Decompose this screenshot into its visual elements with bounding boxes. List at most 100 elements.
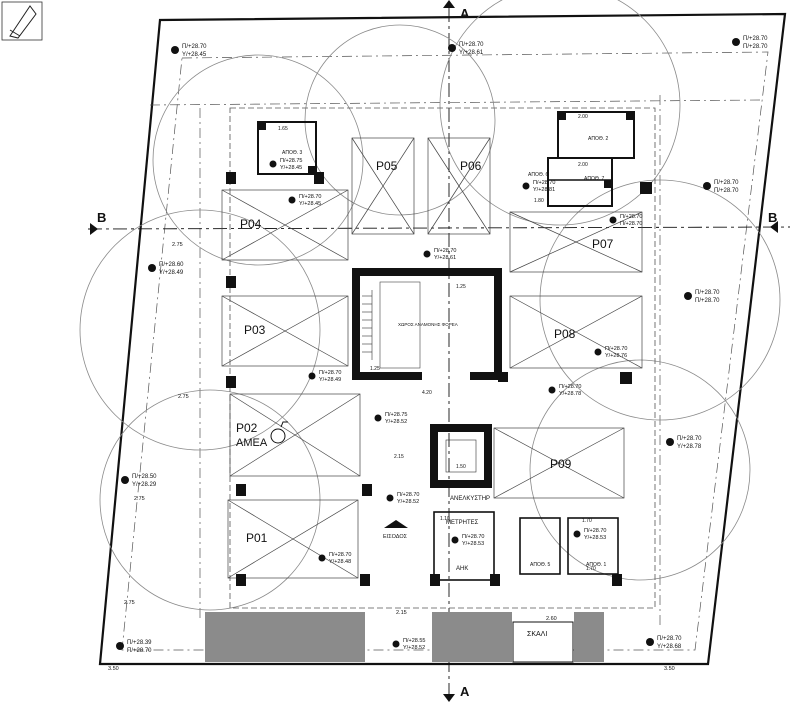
meters-label: ΜΕΤΡΗΤΕΣ bbox=[446, 520, 479, 526]
svg-text:Π/+28.70: Π/+28.70 bbox=[743, 36, 768, 42]
parking-label-p09: P09 bbox=[550, 457, 572, 471]
level-marker-9: Π/+28.70 Υ/+28.61 bbox=[423, 248, 456, 261]
level-marker-19: Π/+28.70 Υ/+28.53 bbox=[451, 534, 484, 547]
ramp-label: ΣΚΑΛΙ bbox=[527, 631, 547, 638]
svg-text:Π/+28.70: Π/+28.70 bbox=[182, 44, 207, 50]
level-marker-6: Π/+28.70 Υ/+28.81 bbox=[522, 180, 555, 193]
svg-text:Υ/+28.52: Υ/+28.52 bbox=[385, 419, 407, 425]
level-marker-20: Π/+28.70 Υ/+28.53 bbox=[573, 528, 606, 541]
svg-text:Υ/+28.61: Υ/+28.61 bbox=[434, 255, 456, 261]
svg-text:Υ/+28.45: Υ/+28.45 bbox=[299, 201, 321, 207]
storage-room-5 bbox=[519, 517, 561, 575]
dimension-275-c: 2.75 bbox=[124, 600, 135, 606]
stair-core bbox=[352, 268, 502, 380]
parking-label-p08: P08 bbox=[554, 327, 576, 341]
svg-text:Π/+28.70: Π/+28.70 bbox=[559, 384, 581, 390]
svg-text:Π/+28.70: Π/+28.70 bbox=[620, 221, 642, 227]
svg-text:Υ/+28.78: Υ/+28.78 bbox=[559, 391, 581, 397]
entrance-label: ΕΙΣΟΔΟΣ bbox=[383, 534, 408, 540]
svg-text:Π/+28.70: Π/+28.70 bbox=[299, 194, 321, 200]
dimension-170-b: 1.70 bbox=[586, 566, 596, 572]
dimension-125-a: 1.25 bbox=[456, 284, 466, 290]
svg-text:Υ/+28.52: Υ/+28.52 bbox=[403, 645, 425, 651]
level-marker-10: Π/+28.60 Υ/+28.49 bbox=[148, 262, 184, 276]
svg-text:Υ/+28.61: Υ/+28.61 bbox=[459, 50, 484, 56]
dimension-200b: 2.00 bbox=[578, 162, 588, 168]
level-marker-14: Π/+28.70 Υ/+28.78 bbox=[548, 384, 581, 397]
svg-text:Π/+28.70: Π/+28.70 bbox=[462, 534, 484, 540]
ahk-label: ΑΗΚ bbox=[456, 566, 468, 572]
section-mark-a-top: A bbox=[460, 6, 470, 21]
lift-shaft bbox=[430, 424, 492, 488]
parking-bay-p07 bbox=[509, 211, 643, 273]
svg-text:Π/+28.50: Π/+28.50 bbox=[132, 474, 157, 480]
storage-room-1 bbox=[567, 517, 619, 575]
dimension-180: 1.80 bbox=[534, 198, 544, 204]
dimension-420: 4.20 bbox=[422, 390, 432, 396]
dimension-165: 1.65 bbox=[278, 126, 288, 132]
dimension-275-d: 2.75 bbox=[172, 242, 183, 248]
dimension-150: 1.50 bbox=[456, 464, 466, 470]
parking-bay-p01 bbox=[227, 499, 359, 579]
svg-text:Π/+28.70: Π/+28.70 bbox=[714, 180, 739, 186]
site-boundary bbox=[98, 12, 787, 666]
parking-label-p05: P05 bbox=[376, 159, 398, 173]
level-marker-11: Π/+28.70 Π/+28.70 bbox=[684, 290, 720, 304]
level-marker-16: Π/+28.70 Υ/+28.78 bbox=[666, 436, 702, 450]
level-marker-17: Π/+28.50 Υ/+28.29 bbox=[121, 474, 157, 488]
dimension-275-a: 2.75 bbox=[178, 394, 189, 400]
dimension-170-a: 1.70 bbox=[582, 518, 592, 524]
svg-text:Π/+28.70: Π/+28.70 bbox=[397, 492, 419, 498]
section-line-a bbox=[443, 0, 455, 702]
svg-text:Π/+28.70: Π/+28.70 bbox=[459, 42, 484, 48]
svg-text:Π/+28.70: Π/+28.70 bbox=[743, 44, 768, 50]
level-marker-21: Π/+28.70 Υ/+28.48 bbox=[318, 552, 351, 565]
storage-2-label: ΑΠΟΘ. 2 bbox=[588, 136, 609, 142]
parking-bay-p08 bbox=[509, 295, 643, 369]
dimension-110: 1.10 bbox=[440, 516, 450, 522]
storage-room-2 bbox=[557, 111, 635, 159]
wheelchair-icon bbox=[270, 421, 288, 444]
level-marker-23: Π/+28.55 Υ/+28.52 bbox=[392, 638, 425, 651]
storage-6-label: ΑΠΟΘ. 6 bbox=[528, 172, 549, 178]
section-mark-b-left: B bbox=[97, 210, 106, 225]
parking-bay-p06 bbox=[427, 137, 491, 235]
section-mark-b-right: B bbox=[768, 210, 777, 225]
level-marker-15: Π/+28.75 Υ/+28.52 bbox=[374, 412, 407, 425]
level-marker-2: Π/+28.70 Υ/+28.61 bbox=[448, 42, 484, 56]
level-marker-4: Π/+28.75 Υ/+28.45 bbox=[269, 158, 302, 171]
storage-room-6-7 bbox=[547, 157, 613, 207]
level-marker-8: Π/+28.70 Π/+28.70 bbox=[609, 214, 642, 227]
level-marker-7: Π/+28.70 Π/+28.70 bbox=[703, 180, 739, 194]
level-marker-1: Π/+28.70 Υ/+28.45 bbox=[171, 44, 207, 58]
accessible-parking-label: ΑΜΕΑ bbox=[236, 437, 268, 449]
storage-room-3 bbox=[257, 121, 317, 175]
structural-columns bbox=[226, 172, 652, 586]
dimension-200: 2.00 bbox=[578, 114, 588, 120]
storage-1-label: ΑΠΟΘ. 1 bbox=[586, 562, 607, 568]
svg-text:Π/+28.39: Π/+28.39 bbox=[127, 640, 152, 646]
svg-text:Π/+28.70: Π/+28.70 bbox=[657, 636, 682, 642]
common-area-label: ΧΩΡΟΣ ΑΝΑΜΟΝΗΣ ΦΟΡΕΑ bbox=[398, 322, 458, 327]
storage-3-label: ΑΠΟΘ. 3 bbox=[282, 150, 303, 156]
setback-lines bbox=[121, 51, 769, 651]
dimension-350-right: 3.50 bbox=[664, 666, 675, 672]
parking-bay-p02 bbox=[229, 393, 361, 477]
svg-text:Π/+28.70: Π/+28.70 bbox=[620, 214, 642, 220]
entrance-marker bbox=[384, 520, 408, 528]
svg-text:Υ/+28.52: Υ/+28.52 bbox=[397, 499, 419, 505]
svg-text:Υ/+28.49: Υ/+28.49 bbox=[319, 377, 341, 383]
section-line-b bbox=[87, 221, 791, 235]
svg-text:Υ/+28.76: Υ/+28.76 bbox=[605, 353, 627, 359]
parking-label-p07: P07 bbox=[592, 237, 614, 251]
storage-5-label: ΑΠΟΘ. 5 bbox=[530, 562, 551, 568]
parking-label-p06: P06 bbox=[460, 159, 482, 173]
svg-text:Π/+28.55: Π/+28.55 bbox=[403, 638, 425, 644]
lift-label: ΑΝΕΛΚΥΣΤΗΡ bbox=[450, 496, 490, 502]
svg-text:Υ/+28.45: Υ/+28.45 bbox=[182, 52, 207, 58]
svg-text:Π/+28.70: Π/+28.70 bbox=[695, 298, 720, 304]
north-arrow-icon bbox=[1, 1, 43, 41]
svg-text:Υ/+28.48: Υ/+28.48 bbox=[329, 559, 351, 565]
svg-text:Υ/+28.68: Υ/+28.68 bbox=[657, 644, 682, 650]
